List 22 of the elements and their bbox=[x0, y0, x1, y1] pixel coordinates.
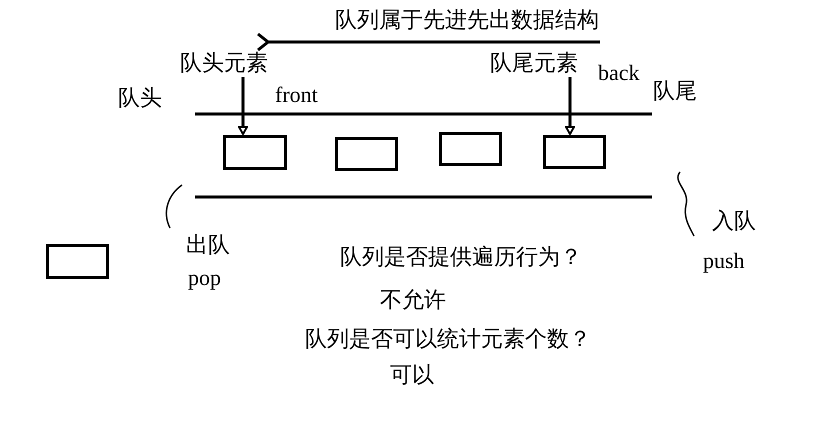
arrow bbox=[238, 77, 248, 135]
element-box bbox=[335, 137, 398, 171]
question-text: 队列是否可以统计元素个数？ bbox=[305, 326, 591, 352]
text-label: 队头 bbox=[118, 85, 162, 111]
element-box bbox=[46, 244, 109, 279]
text-label: 队头元素 bbox=[180, 50, 268, 76]
element-box bbox=[439, 132, 502, 166]
code-label: push bbox=[703, 248, 745, 274]
text-label: 队尾元素 bbox=[490, 50, 578, 76]
text-label: 入队 bbox=[712, 208, 756, 234]
element-box bbox=[543, 135, 606, 169]
text-label: 出队 bbox=[186, 232, 230, 258]
element-box bbox=[223, 135, 287, 170]
code-label: front bbox=[275, 82, 318, 108]
answer-text: 不允许 bbox=[380, 287, 446, 313]
text-label: 队尾 bbox=[653, 78, 697, 104]
code-label: back bbox=[598, 60, 640, 86]
answer-text: 可以 bbox=[390, 362, 434, 388]
code-label: pop bbox=[188, 265, 221, 291]
title: 队列属于先进先出数据结构 bbox=[335, 8, 599, 34]
question-text: 队列是否提供遍历行为？ bbox=[340, 244, 582, 270]
arrow bbox=[565, 77, 575, 135]
